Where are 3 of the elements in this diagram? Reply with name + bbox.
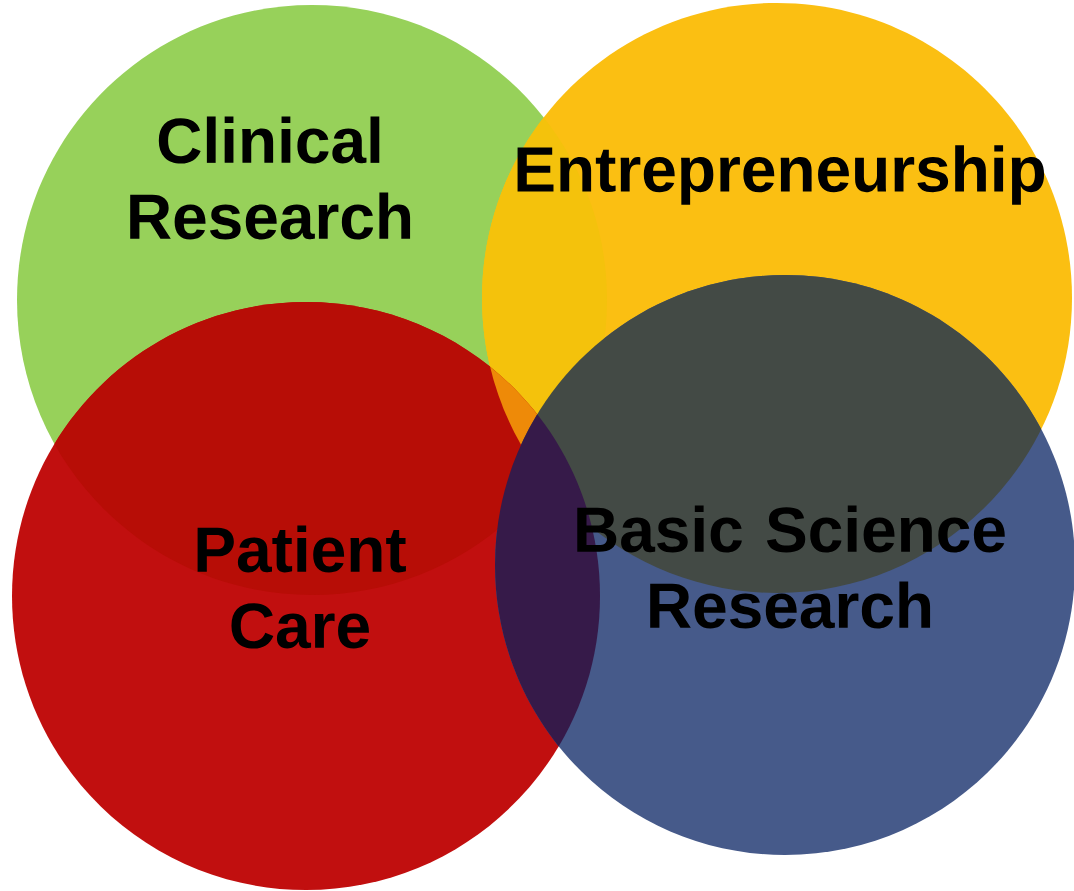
circle-label: Patient Care [197,525,406,649]
circle-label: Clinical Research [130,116,411,240]
circle-label: Entrepreneurship [517,145,1045,205]
